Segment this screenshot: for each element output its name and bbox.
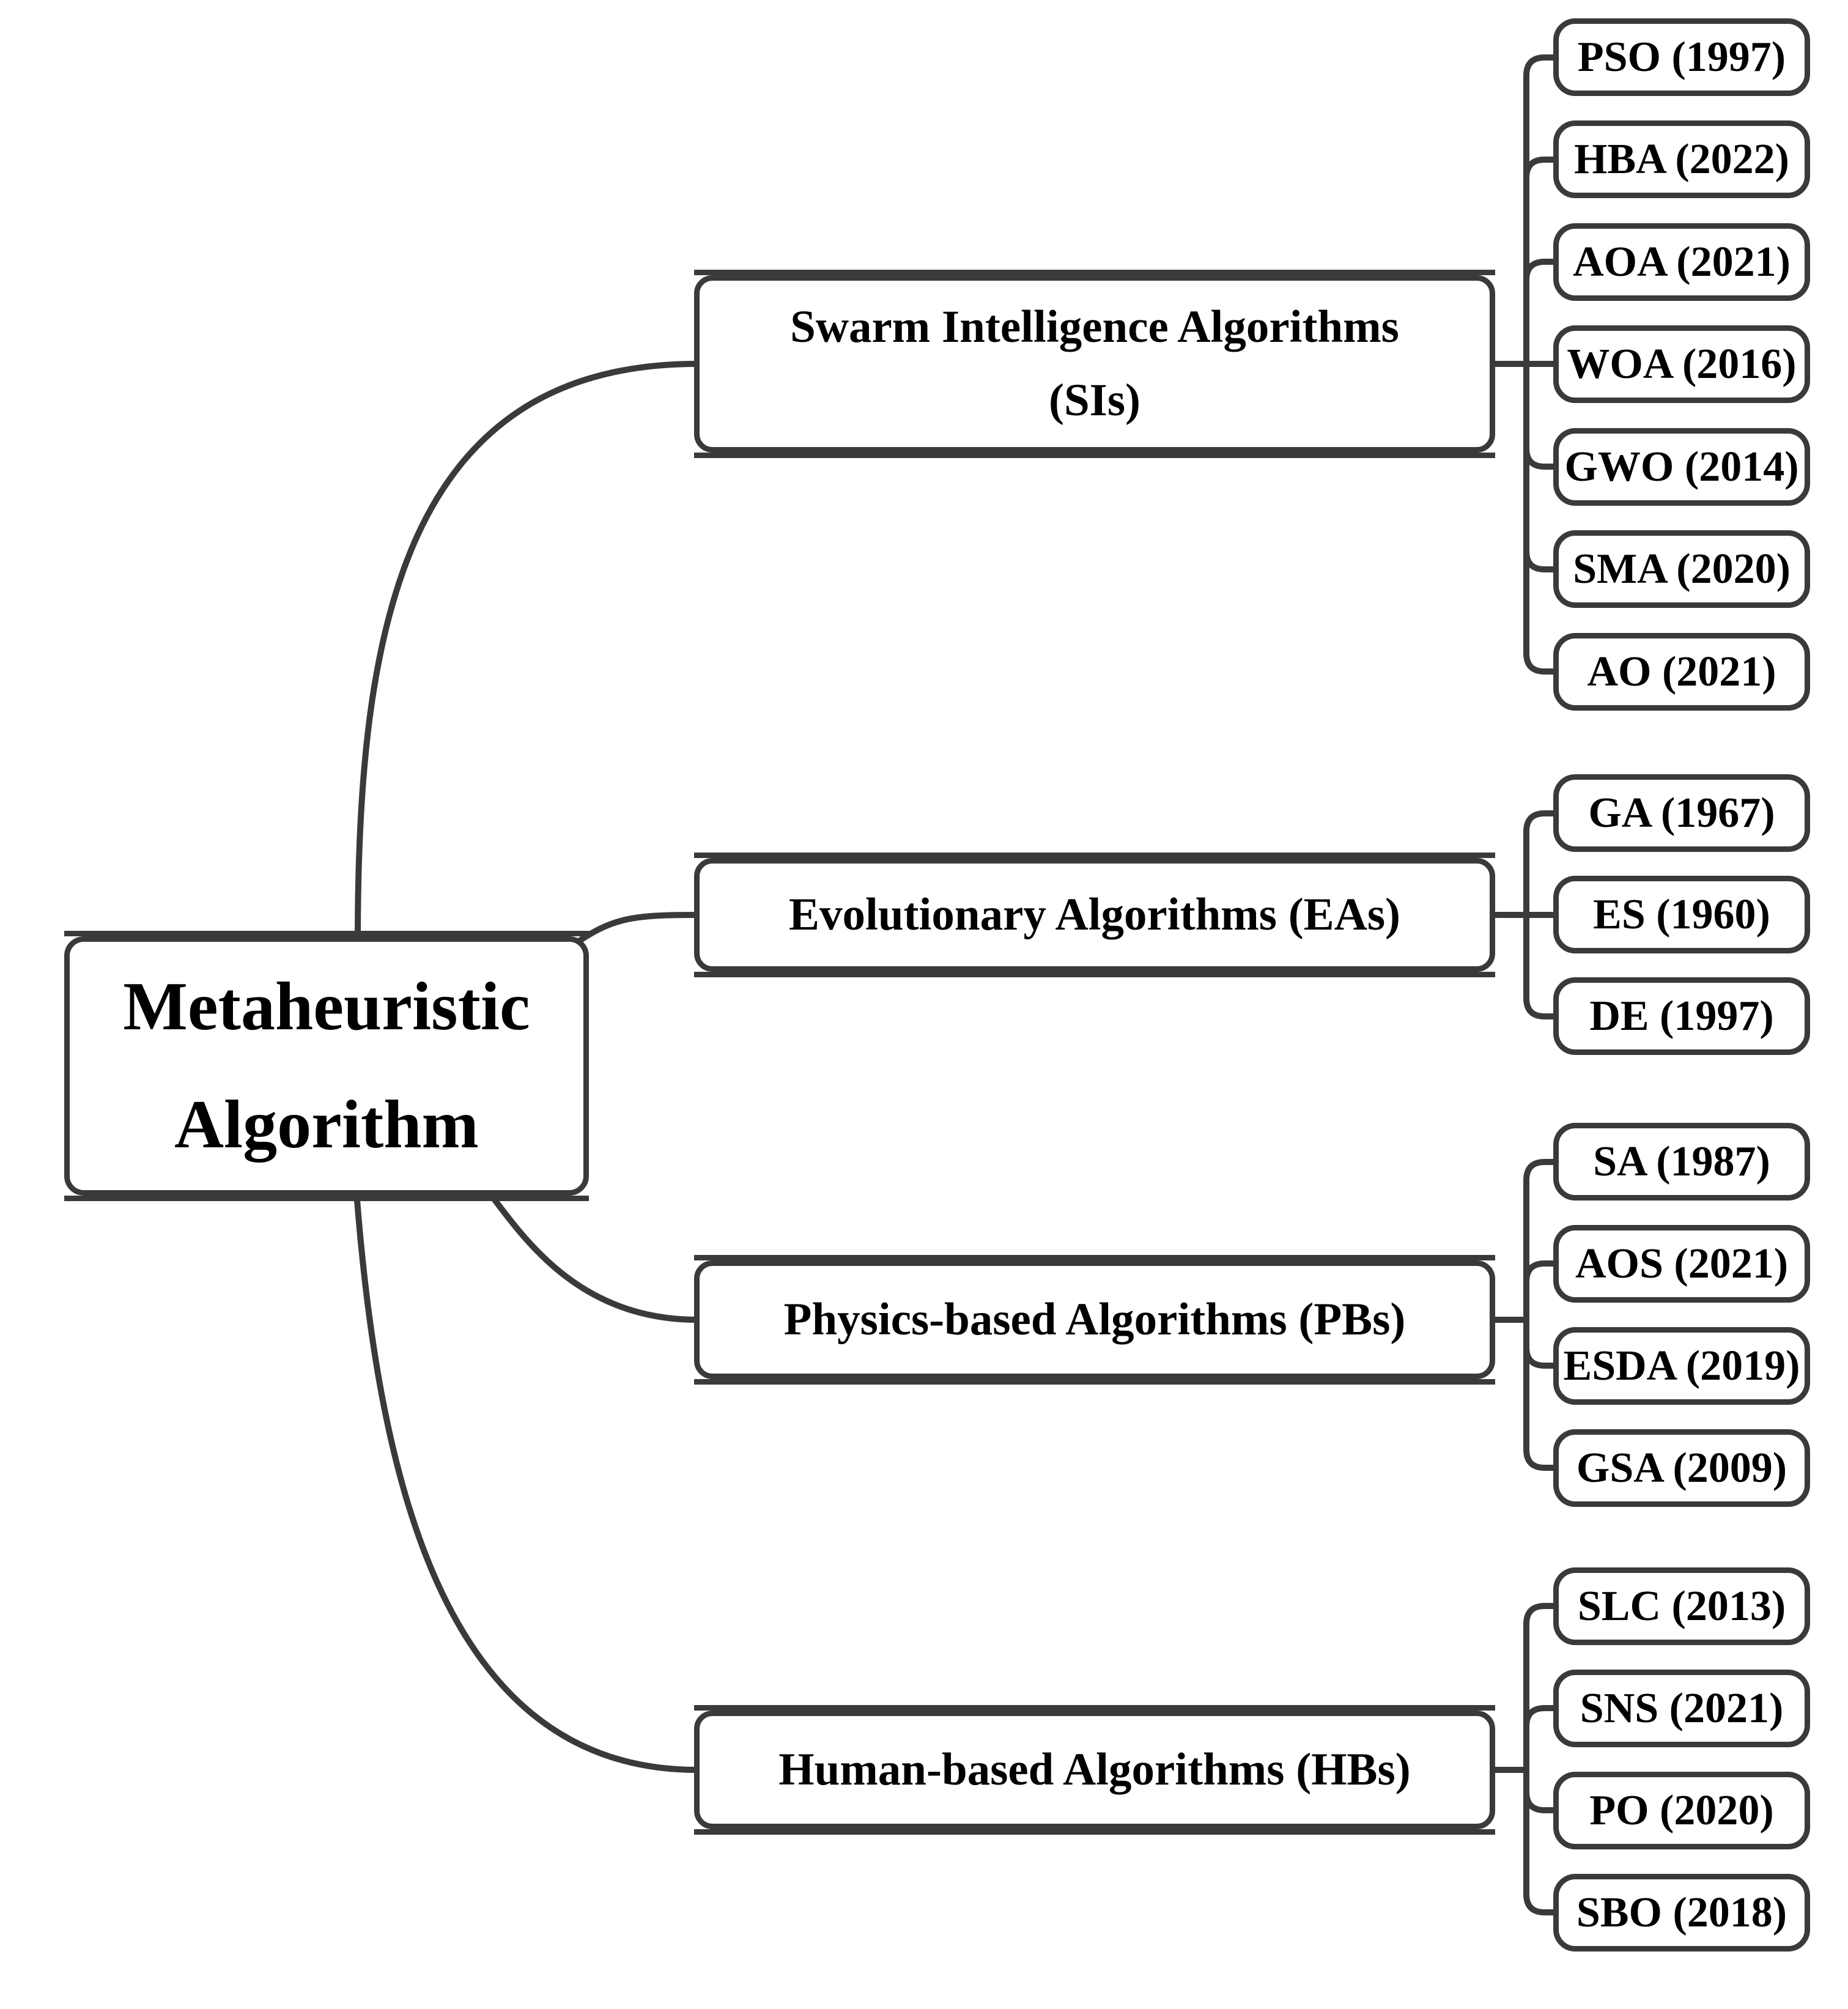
leaf-node-hba: HBA (2022) [1553,120,1810,198]
leaf-node-sa: SA (1987) [1553,1123,1810,1201]
leaf-node-gwo: GWO (2014) [1553,428,1810,506]
leaf-node-slc: SLC (2013) [1553,1567,1810,1645]
root-node: Metaheuristic Algorithm [64,931,589,1201]
leaf-node-sma: SMA (2020) [1553,530,1810,608]
edge-hbs-slc [1523,1603,1562,1773]
edge-sis-pso [1523,54,1562,367]
root-label-line2: Algorithm [174,1087,479,1163]
edge-pbs-gsa [1523,1317,1562,1471]
edge-eas-ga [1523,810,1562,918]
edge-root-hbs [353,1189,700,1773]
category-node-evolutionary: Evolutionary Algorithms (EAs) [694,853,1495,977]
edge-hbs-sbo [1523,1767,1562,1915]
edge-pbs-sa [1523,1159,1562,1323]
category-node-human-based: Human-based Algorithms (HBs) [694,1705,1495,1835]
leaf-node-ga: GA (1967) [1553,774,1810,852]
root-label-line1: Metaheuristic [123,969,530,1045]
leaf-node-sns: SNS (2021) [1553,1670,1810,1747]
leaf-node-es: ES (1960) [1553,876,1810,953]
leaf-node-de: DE (1997) [1553,977,1810,1055]
edge-eas-de [1523,912,1562,1019]
leaf-node-sbo: SBO (2018) [1553,1874,1810,1952]
leaf-node-pso: PSO (1997) [1553,18,1810,96]
category-node-swarm-intelligence: Swarm Intelligence Algorithms (SIs) [694,270,1495,458]
leaf-node-aos: AOS (2021) [1553,1225,1810,1303]
leaf-node-aoa: AOA (2021) [1553,223,1810,301]
leaf-node-gsa: GSA (2009) [1553,1429,1810,1507]
category-label-line1: Evolutionary Algorithms (EAs) [788,889,1401,940]
edge-root-eas [577,912,700,944]
edge-root-pbs [486,1189,700,1323]
category-label-line2: (SIs) [1048,375,1141,426]
edge-sis-aoa [1523,259,1562,367]
category-label-line1: Swarm Intelligence Algorithms [790,302,1399,352]
leaf-node-ao: AO (2021) [1553,633,1810,711]
category-label-line1: Physics-based Algorithms (PBs) [783,1294,1406,1345]
edge-sis-hba [1523,157,1562,367]
leaf-node-woa: WOA (2016) [1553,325,1810,403]
category-label-line1: Human-based Algorithms (HBs) [778,1744,1411,1795]
edge-root-sis [355,361,700,944]
edge-pbs-aos [1523,1260,1562,1323]
edge-hbs-sns [1523,1705,1562,1773]
edge-sis-ao [1523,361,1562,675]
leaf-node-po: PO (2020) [1553,1772,1810,1849]
leaf-node-esda: ESDA (2019) [1553,1327,1810,1405]
category-node-physics-based: Physics-based Algorithms (PBs) [694,1255,1495,1385]
